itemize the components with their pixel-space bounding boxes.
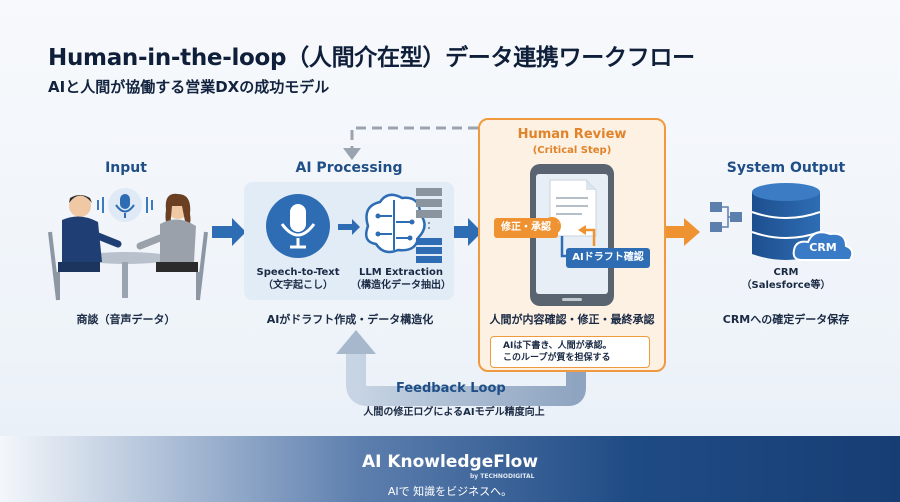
feedback-loop-arrow	[336, 330, 586, 406]
review-step-label: (Critical Step)	[532, 145, 612, 156]
page-title: Human-in-the-loop（人間介在型）データ連携ワークフロー	[48, 45, 695, 71]
input-caption: 商談（音声データ）	[76, 313, 176, 326]
review-title: Human Review	[517, 127, 627, 142]
input-label: Input	[105, 160, 147, 176]
flow-nodes-icon	[710, 202, 742, 232]
review-note: AIは下書き、人間が承認。 このループが質を担保する	[490, 336, 650, 368]
edit-approve-tag: 修正・承認	[494, 218, 558, 238]
stt-label: Speech-to-Text （文字起こし）	[256, 267, 340, 291]
footer-band	[0, 436, 900, 502]
meeting-illustration-icon	[48, 188, 208, 301]
review-caption: 人間が内容確認・修正・最終承認	[489, 313, 655, 326]
crm-badge: CRM	[809, 241, 837, 254]
processing-icons	[266, 188, 442, 263]
feedback-label: Feedback Loop	[396, 381, 506, 396]
brand-name: AI KnowledgeFlow	[361, 452, 539, 472]
brand-sub: by TECHNODIGITAL	[470, 473, 535, 480]
cloud-icon	[792, 231, 854, 261]
structured-data-icon	[416, 188, 442, 263]
processing-label: AI Processing	[295, 160, 403, 176]
ai-draft-check-tag: AIドラフト確認	[566, 248, 650, 268]
crm-illustration	[710, 183, 854, 261]
microphone-icon	[266, 194, 330, 258]
arrow-review-to-output	[666, 218, 700, 246]
brand-tagline: AIで 知識をビジネスへ。	[387, 485, 513, 498]
processing-caption: AIがドラフト作成・データ構造化	[266, 313, 434, 326]
smartphone-icon	[530, 164, 614, 306]
arrow-input-to-processing	[212, 218, 246, 246]
dashed-return-arrow	[343, 126, 478, 160]
arrow-processing-to-review	[452, 218, 482, 246]
page-subtitle: AIと人間が協働する営業DXの成功モデル	[48, 78, 330, 96]
output-label: System Output	[726, 160, 846, 176]
feedback-caption: 人間の修正ログによるAIモデル精度向上	[363, 407, 545, 418]
review-illustration	[530, 164, 614, 306]
brain-icon	[365, 193, 426, 254]
crm-label: CRM （Salesforce等）	[741, 267, 831, 291]
llm-label: LLM Extraction （構造化データ抽出）	[351, 267, 451, 291]
output-caption: CRMへの確定データ保存	[722, 313, 850, 326]
